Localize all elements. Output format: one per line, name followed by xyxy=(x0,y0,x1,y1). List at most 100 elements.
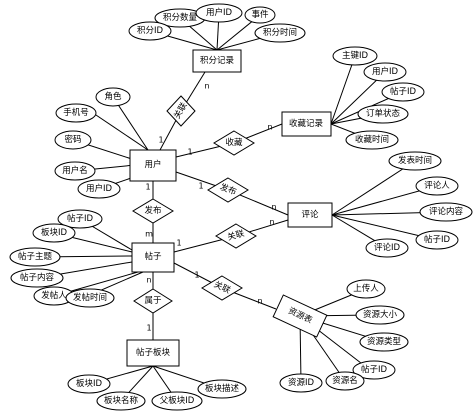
attribute-board-id: 板块ID xyxy=(67,374,111,394)
attribute-user-name: 用户名 xyxy=(54,161,96,181)
attribute-label: 上传人 xyxy=(353,283,379,294)
attribute-post-publish-time: 发帖时间 xyxy=(65,288,115,308)
relationship-user-points: 关联 xyxy=(166,95,196,127)
attribute-fav-order-status: 订单状态 xyxy=(357,104,409,124)
entity-post: 帖子 xyxy=(131,242,175,273)
attribute-label: 帖子主题 xyxy=(18,251,53,262)
relationship-post-resource: 关联 xyxy=(201,275,243,301)
attribute-post-board-id: 板块ID xyxy=(32,223,76,243)
entity-label: 帖子板块 xyxy=(136,347,171,358)
attribute-fav-post-id: 帖子ID xyxy=(381,82,425,102)
card-user-post-post: m xyxy=(145,230,153,239)
entity-label: 收藏记录 xyxy=(289,118,324,129)
attribute-label: 资源ID xyxy=(288,377,315,388)
card-user-comment-user: 1 xyxy=(198,182,203,191)
attribute-post-topic: 帖子主题 xyxy=(9,247,61,267)
attribute-label: 发帖人 xyxy=(41,290,67,301)
relationship-label: 发布 xyxy=(218,181,238,197)
relationship-label: 收藏 xyxy=(225,137,243,148)
attribute-user-id: 用户ID xyxy=(77,179,121,199)
attribute-label: 帖子ID xyxy=(424,234,451,245)
attribute-board-name: 板块名称 xyxy=(96,391,146,411)
attribute-res-post-id: 帖子ID xyxy=(352,360,396,380)
attribute-label: 资源类型 xyxy=(367,336,402,347)
attribute-label: 发表时间 xyxy=(398,155,432,166)
attribute-comment-content: 评论内容 xyxy=(419,202,473,222)
attribute-label: 订单状态 xyxy=(366,108,401,119)
attribute-fav-time: 收藏时间 xyxy=(345,130,399,150)
attribute-res-size: 资源大小 xyxy=(355,305,405,325)
entity-comment: 评论 xyxy=(287,202,333,228)
attribute-label: 积分ID xyxy=(137,25,164,36)
attribute-res-id: 资源ID xyxy=(279,373,323,393)
attribute-user-role: 角色 xyxy=(95,87,131,107)
attribute-points-user-id: 用户ID xyxy=(195,3,243,23)
attribute-res-uploader: 上传人 xyxy=(346,279,386,299)
card-user-post-user: 1 xyxy=(145,183,150,192)
attribute-post-id: 帖子ID xyxy=(57,209,103,229)
entity-label: 评论 xyxy=(301,209,319,220)
attribute-label: 主键ID xyxy=(342,50,369,61)
attribute-res-type: 资源类型 xyxy=(359,332,409,352)
card-user-comment-comment: n xyxy=(271,203,276,212)
attribute-label: 板块描述 xyxy=(205,383,240,394)
attribute-label: 事件 xyxy=(251,9,269,20)
relationship-label: 发布 xyxy=(144,205,161,216)
relationship-user-favorites: 收藏 xyxy=(213,130,255,156)
attribute-label: 密码 xyxy=(64,134,81,145)
entity-label: 帖子 xyxy=(144,251,162,262)
attribute-label: 帖子内容 xyxy=(20,272,55,283)
attribute-post-author: 发帖人 xyxy=(33,286,75,306)
attribute-label: 评论人 xyxy=(424,180,450,191)
attribute-label: 积分数量 xyxy=(163,12,198,23)
relationship-label: 属于 xyxy=(144,296,162,306)
attribute-comment-time: 发表时间 xyxy=(388,151,442,171)
attribute-label: 帖子ID xyxy=(390,86,417,97)
attribute-label: 父板块ID xyxy=(160,395,195,406)
card-post-resource-post: 1 xyxy=(194,271,199,280)
attribute-comment-id: 评论ID xyxy=(365,238,409,258)
entity-label: 用户 xyxy=(144,159,161,170)
card-post-board-post: n xyxy=(146,276,151,285)
attribute-label: 板块名称 xyxy=(104,395,139,406)
attribute-label: 用户名 xyxy=(62,165,88,176)
attribute-user-password: 密码 xyxy=(54,130,92,150)
attribute-comment-post-id: 帖子ID xyxy=(415,230,459,250)
attribute-label: 收藏时间 xyxy=(355,134,389,145)
attribute-label: 板块ID xyxy=(76,378,103,389)
attribute-fav-primary-key: 主键ID xyxy=(332,46,378,66)
attribute-label: 资源大小 xyxy=(363,309,398,320)
card-post-comment-comment: n xyxy=(269,218,274,227)
attribute-points-time: 积分时间 xyxy=(254,23,306,43)
attribute-points-event: 事件 xyxy=(244,6,276,24)
attribute-board-parent-id: 父板块ID xyxy=(151,391,203,411)
attribute-label: 用户ID xyxy=(206,7,233,18)
card-user-favorites-user: 1 xyxy=(187,148,192,157)
attribute-label: 板块ID xyxy=(41,227,68,238)
relationship-label: 关联 xyxy=(226,228,246,243)
entity-label: 积分记录 xyxy=(200,55,235,66)
attribute-post-content: 帖子内容 xyxy=(10,268,64,288)
card-post-comment-post: 1 xyxy=(176,239,181,248)
attribute-label: 评论ID xyxy=(374,242,401,253)
attribute-label: 资源名 xyxy=(332,375,358,386)
attribute-fav-user-id: 用户ID xyxy=(363,62,407,82)
relationship-user-post: 发布 xyxy=(132,198,174,224)
card-post-board-board: 1 xyxy=(146,324,151,333)
attribute-board-description: 板块描述 xyxy=(197,379,247,399)
attribute-comment-author: 评论人 xyxy=(415,176,459,196)
attribute-label: 发帖时间 xyxy=(73,292,107,303)
attribute-user-phone: 手机号 xyxy=(55,103,97,123)
attribute-res-name: 资源名 xyxy=(325,371,365,391)
attribute-label: 帖子ID xyxy=(361,364,388,375)
entity-post-board: 帖子板块 xyxy=(126,339,180,367)
entity-points-record: 积分记录 xyxy=(192,49,242,73)
attribute-label: 评论内容 xyxy=(429,206,464,217)
relationship-post-comment: 关联 xyxy=(215,223,257,249)
entity-resource-table: 资源表 xyxy=(272,294,328,338)
card-post-resource-resource: n xyxy=(257,297,262,306)
attribute-label: 用户ID xyxy=(86,183,113,194)
attribute-label: 用户ID xyxy=(372,66,399,77)
card-user-points-user: 1 xyxy=(158,136,163,145)
